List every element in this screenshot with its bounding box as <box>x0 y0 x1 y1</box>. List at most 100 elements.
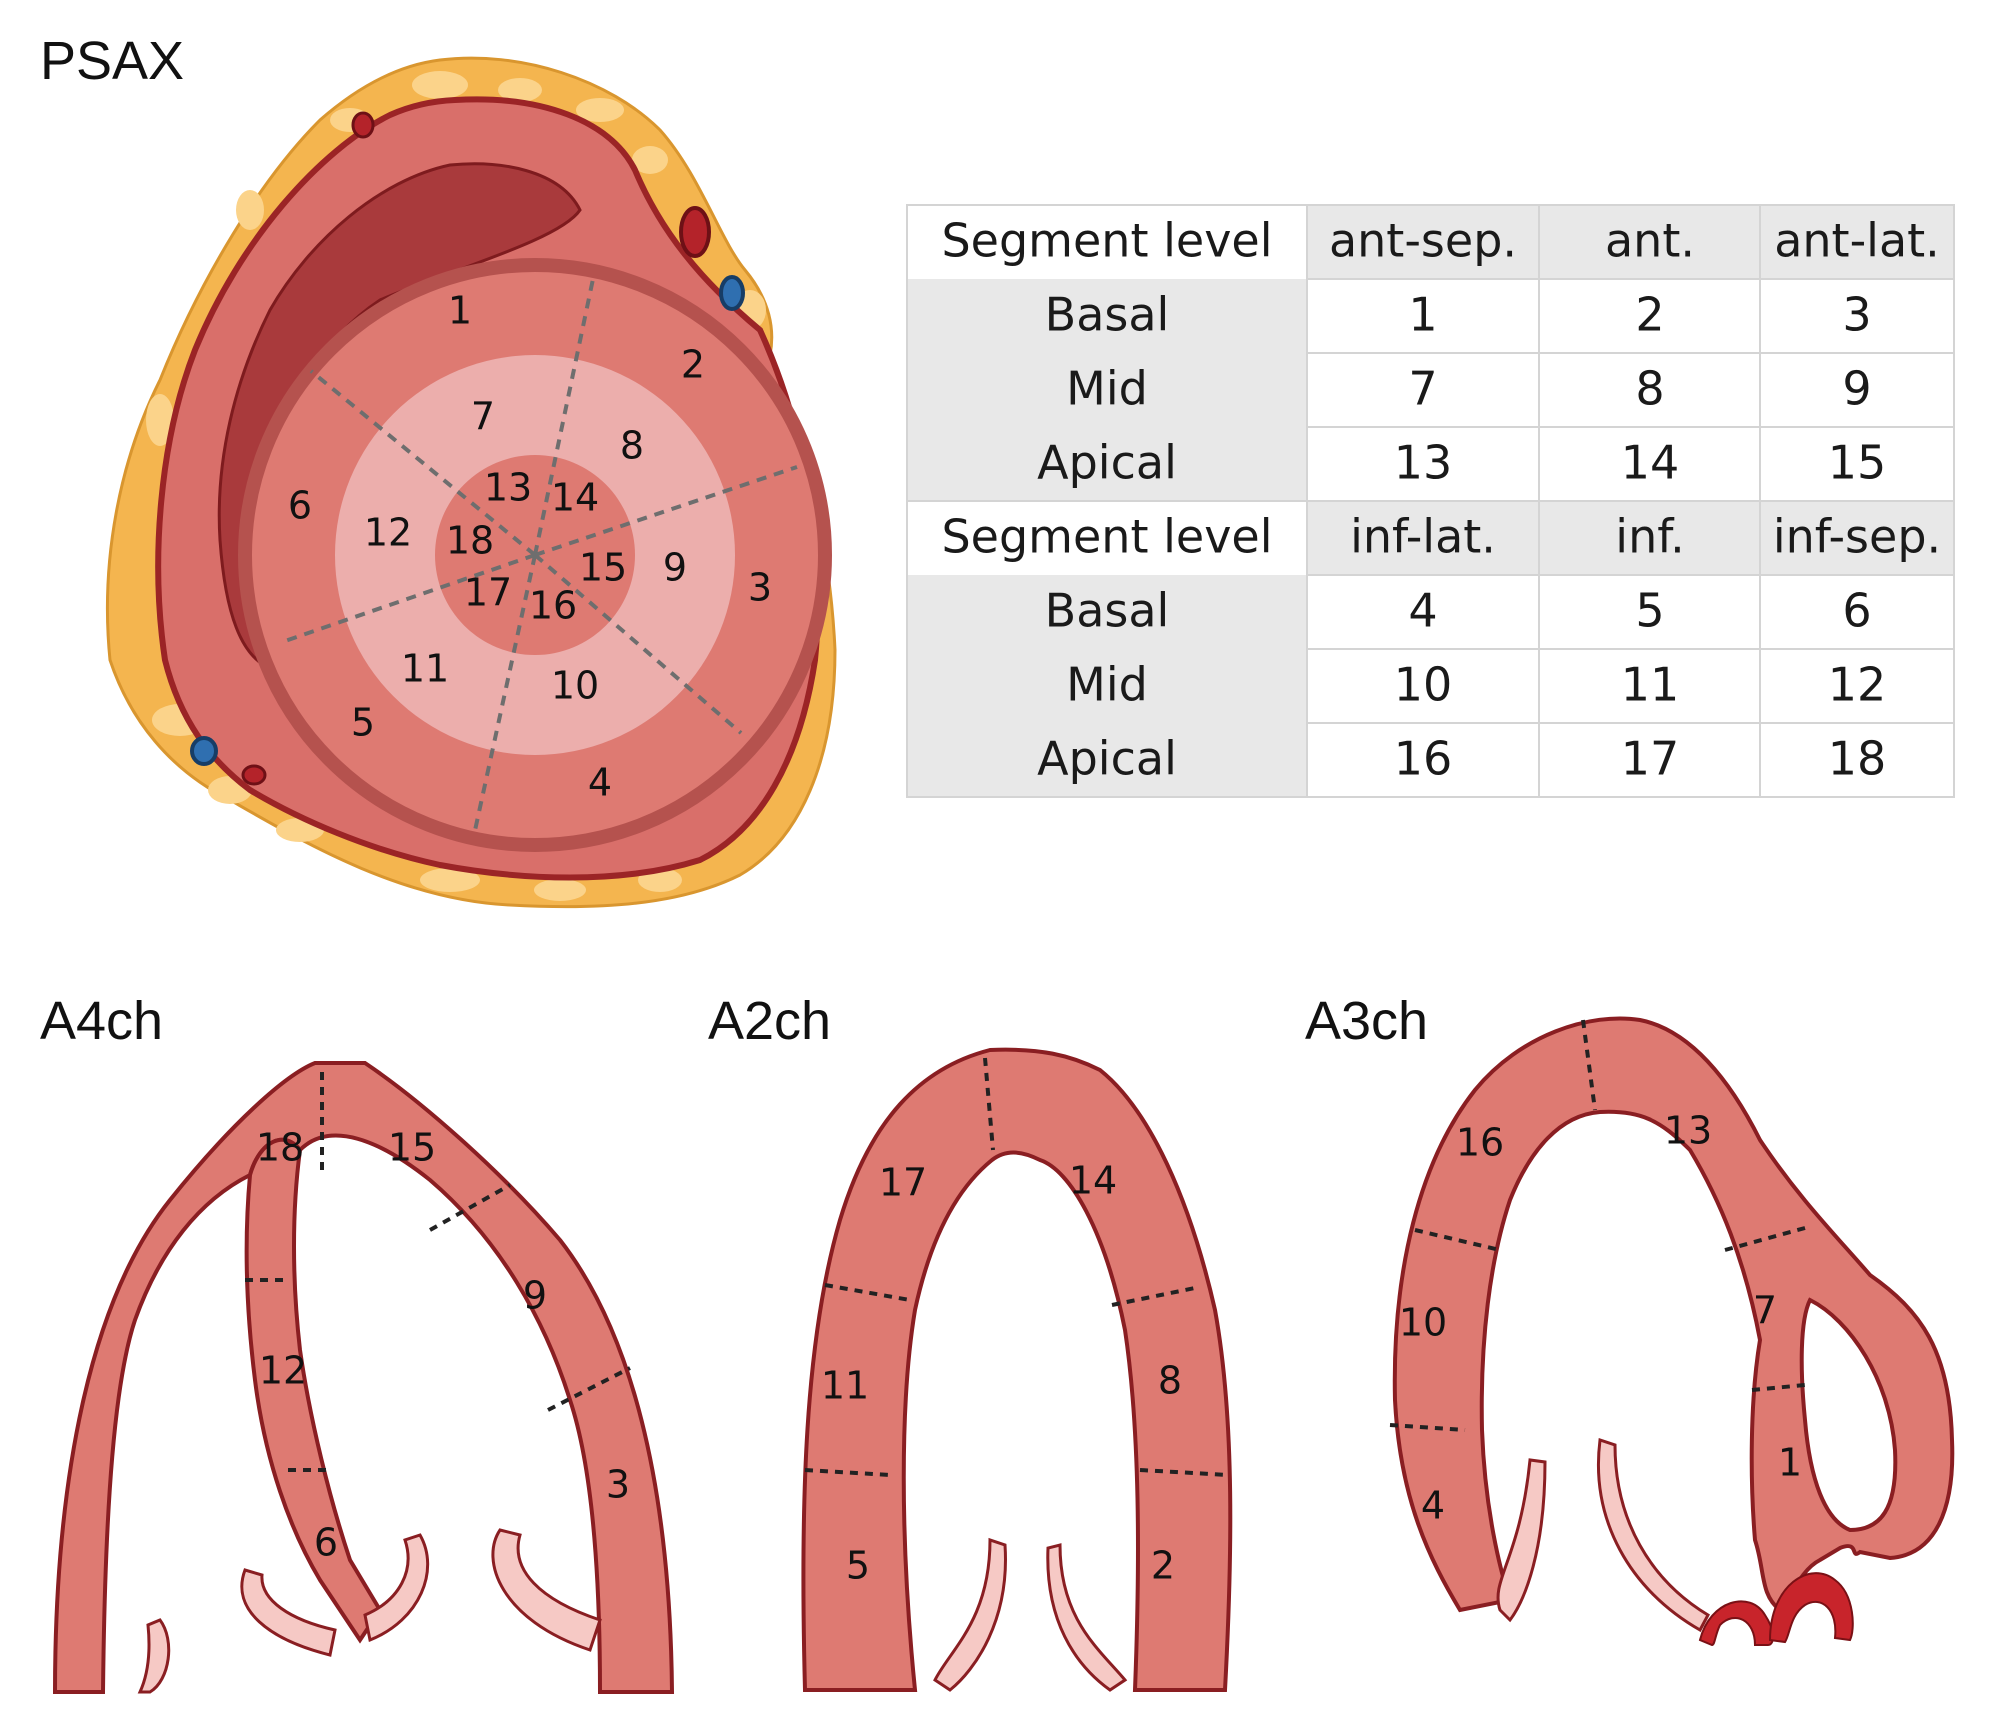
a3ch-segment-labels: 16 13 10 7 4 1 <box>1399 1109 1802 1528</box>
table-header-cell: ant-sep. <box>1329 214 1517 268</box>
a3ch-valve <box>1597 1437 1710 1633</box>
table-row-label: Basal <box>1045 584 1170 638</box>
a2ch-seg-2: 2 <box>1151 1544 1175 1588</box>
coronary-vein <box>190 736 218 766</box>
table-cell: 10 <box>1394 658 1453 712</box>
a2ch-valve <box>933 1537 1007 1692</box>
a3ch-segment-dividers <box>1389 1019 1806 1432</box>
a3ch-valve <box>1496 1458 1547 1623</box>
a3ch-seg-1: 1 <box>1778 1441 1802 1485</box>
tricuspid-valve <box>363 1533 430 1643</box>
a2ch-seg-5: 5 <box>846 1544 870 1588</box>
a4ch-seg-12: 12 <box>259 1349 307 1393</box>
psax-seg-4: 4 <box>588 761 612 805</box>
a2ch-seg-17: 17 <box>879 1161 927 1205</box>
a2ch-seg-8: 8 <box>1158 1359 1182 1403</box>
psax-seg-3: 3 <box>748 566 772 610</box>
psax-seg-6: 6 <box>288 484 312 528</box>
table-cell: 7 <box>1408 362 1437 416</box>
psax-segment-labels: 1 2 3 4 5 6 7 8 9 10 11 12 13 14 15 16 1… <box>288 289 772 805</box>
psax-seg-2: 2 <box>681 343 705 387</box>
table-row-label: Basal <box>1045 288 1170 342</box>
table-header-cell: ant-lat. <box>1774 214 1940 268</box>
table-header-cell: inf-sep. <box>1773 510 1941 564</box>
psax-seg-16: 16 <box>529 584 577 628</box>
a4ch-outer-wall <box>52 1061 675 1694</box>
psax-seg-11: 11 <box>401 647 449 691</box>
a3ch-seg-4: 4 <box>1421 1484 1445 1528</box>
table-header-cell: ant. <box>1605 214 1695 268</box>
psax-seg-8: 8 <box>620 424 644 468</box>
psax-seg-15: 15 <box>579 546 627 590</box>
tricuspid-valve <box>240 1568 337 1657</box>
coronary-vein <box>719 275 745 311</box>
segment-table: Segment level ant-sep. ant. ant-lat. Bas… <box>906 204 1955 798</box>
a4ch-seg-3: 3 <box>606 1463 630 1507</box>
table-cell: 5 <box>1635 584 1664 638</box>
table-cell: 17 <box>1621 732 1680 786</box>
psax-seg-5: 5 <box>351 701 375 745</box>
psax-diagram: 1 2 3 4 5 6 7 8 9 10 11 12 13 14 15 16 1… <box>105 56 837 909</box>
aortic-valve-cusp <box>1698 1600 1774 1647</box>
table-cell: 15 <box>1828 436 1887 490</box>
a2ch-wall <box>801 1047 1233 1692</box>
psax-seg-13: 13 <box>484 466 532 510</box>
a3ch-outflow-cavity <box>1799 1297 1898 1533</box>
table-cell: 12 <box>1828 658 1887 712</box>
a3ch-seg-16: 16 <box>1456 1121 1504 1165</box>
table-header-cell: inf-lat. <box>1350 510 1496 564</box>
a2ch-diagram: 17 14 11 8 5 2 <box>801 1047 1233 1692</box>
coronary-artery <box>351 111 375 139</box>
a3ch-diagram: 16 13 10 7 4 1 <box>1389 1016 1955 1647</box>
a4ch-segment-labels: 18 15 9 12 3 6 <box>256 1126 630 1565</box>
mitral-valve <box>137 1618 171 1694</box>
table-row-label: Apical <box>1037 732 1177 786</box>
a4ch-seg-18: 18 <box>256 1126 304 1170</box>
a2ch-segment-labels: 17 14 11 8 5 2 <box>821 1159 1182 1588</box>
table-row-label: Apical <box>1037 436 1177 490</box>
a2ch-view-title: A2ch <box>708 991 832 1051</box>
a3ch-seg-10: 10 <box>1399 1301 1447 1345</box>
table-header-cell: Segment level <box>941 510 1272 564</box>
a3ch-seg-13: 13 <box>1664 1109 1712 1153</box>
a2ch-segment-dividers <box>804 1057 1229 1477</box>
table-cell: 8 <box>1635 362 1664 416</box>
table-header-cell: inf. <box>1615 510 1684 564</box>
table-cell: 14 <box>1621 436 1680 490</box>
a3ch-seg-7: 7 <box>1753 1289 1777 1333</box>
table-cell: 6 <box>1842 584 1871 638</box>
psax-seg-10: 10 <box>551 664 599 708</box>
a4ch-segment-dividers <box>245 1072 631 1472</box>
table-cell: 16 <box>1394 732 1453 786</box>
table-cell: 9 <box>1842 362 1871 416</box>
table-header-cell: Segment level <box>941 214 1272 268</box>
a4ch-seg-9: 9 <box>523 1274 547 1318</box>
segment-dividers <box>284 278 798 836</box>
psax-seg-1: 1 <box>448 289 472 333</box>
table-cell: 4 <box>1408 584 1437 638</box>
table-row-label: Mid <box>1066 658 1148 712</box>
table-cell: 13 <box>1394 436 1453 490</box>
a4ch-septum <box>244 1137 383 1644</box>
a4ch-diagram: 18 15 9 12 3 6 <box>52 1061 675 1694</box>
psax-seg-7: 7 <box>471 395 495 439</box>
table-cell: 3 <box>1842 288 1871 342</box>
table-cell: 11 <box>1621 658 1680 712</box>
coronary-artery <box>241 764 267 786</box>
a2ch-valve <box>1046 1543 1128 1692</box>
a4ch-seg-6: 6 <box>314 1521 338 1565</box>
a4ch-view-title: A4ch <box>40 991 164 1051</box>
mitral-valve <box>491 1528 602 1652</box>
psax-seg-17: 17 <box>464 571 512 615</box>
a3ch-view-title: A3ch <box>1305 991 1429 1051</box>
a4ch-seg-15: 15 <box>388 1126 436 1170</box>
coronary-artery <box>679 206 711 258</box>
a2ch-seg-11: 11 <box>821 1364 869 1408</box>
table-cell: 2 <box>1635 288 1664 342</box>
table-cell: 1 <box>1408 288 1437 342</box>
psax-seg-14: 14 <box>551 476 599 520</box>
psax-seg-18: 18 <box>446 519 494 563</box>
table-cell: 18 <box>1828 732 1887 786</box>
psax-seg-12: 12 <box>364 511 412 555</box>
